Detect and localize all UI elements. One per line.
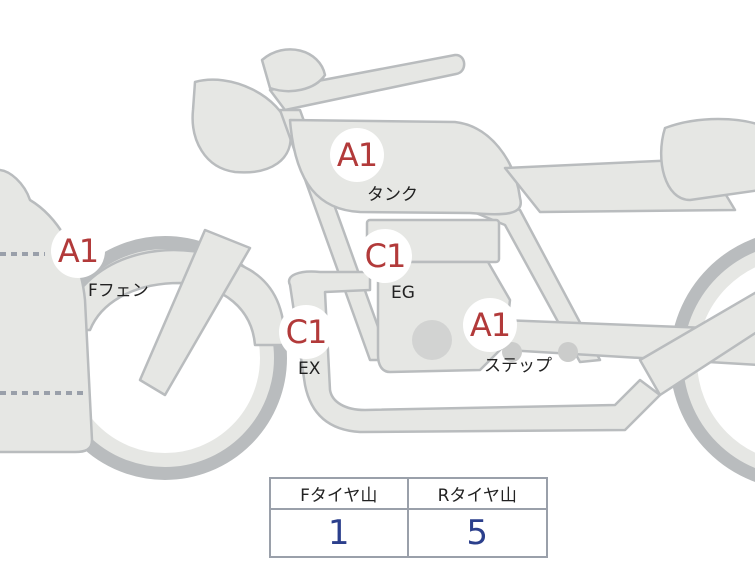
front-fender-badge: A1 [51, 224, 105, 278]
front-fender-label: Fフェン [88, 281, 149, 301]
engine-cover [412, 320, 452, 360]
rear-tire-value: 5 [466, 513, 489, 553]
rear-cowl [660, 117, 755, 202]
footpeg-left [502, 342, 522, 362]
exhaust-pipe [287, 270, 662, 434]
step-badge: A1 [463, 298, 517, 352]
rear-tire-header: Rタイヤ山 [408, 479, 546, 510]
front-tire-value: 1 [271, 510, 409, 556]
left-luggage [0, 168, 94, 454]
tire-tread-table: Fタイヤ山 Rタイヤ山 1 5 [269, 477, 548, 558]
engine-label: EG [391, 283, 415, 303]
exhaust-label: EX [298, 359, 321, 379]
step-label: ステップ [484, 356, 552, 376]
headlight [191, 78, 292, 174]
engine-badge: C1 [358, 229, 412, 283]
exhaust-badge: C1 [279, 305, 333, 359]
tank-badge: A1 [330, 128, 384, 182]
handlebar [268, 53, 466, 112]
shock [638, 291, 755, 397]
tank-label: タンク [367, 185, 418, 205]
front-tire-header: Fタイヤ山 [271, 479, 409, 510]
handlebar-grip [260, 48, 327, 93]
front-fork [138, 228, 252, 397]
footpeg-right [558, 342, 578, 362]
